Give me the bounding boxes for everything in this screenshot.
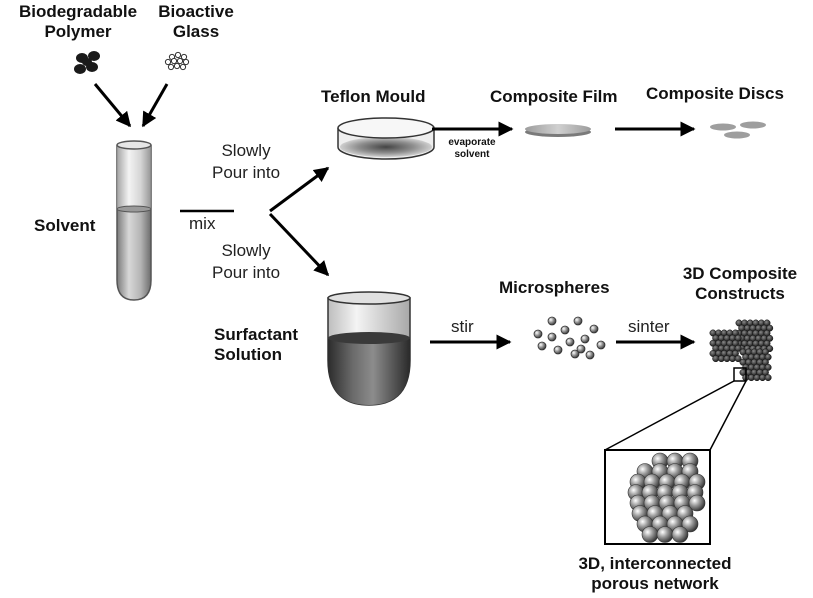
teflon-mould [337,117,435,160]
label-porous-network: 3D, interconnected porous network [560,554,750,594]
composite-discs [710,121,766,139]
sphere [734,355,742,363]
label-composite-film: Composite Film [490,87,618,106]
zoom-line-left [604,380,735,451]
label-solvent: Solvent [34,216,96,235]
test-tube [116,140,152,301]
label-bioactive-glass-line1: Bioactive [158,2,234,21]
label-3d-constructs: 3D Composite Constructs [670,264,810,304]
pour-top-arrow [269,166,330,213]
glass-to-tube-arrow [141,83,169,128]
surfactant-beaker [327,291,411,406]
inset-sphere [656,526,674,543]
constructs-clusters [709,319,774,382]
label-constructs-line1: 3D Composite [682,264,798,283]
label-constructs-line2: Constructs [695,284,785,303]
porous-network-spheres [627,452,706,543]
zoom-line-right [709,380,747,451]
sphere [764,374,772,382]
label-evaporate-line1: evaporate [448,137,496,148]
label-pour-bottom-line1: Slowly [221,241,271,260]
label-bioactive-glass-line2: Glass [172,22,220,41]
microspheres [533,316,606,360]
inset-sphere [641,526,659,543]
label-evaporate-solvent: evaporate solvent [434,137,510,161]
label-biodegradable-polymer-line2: Polymer [44,22,112,41]
label-pour-bottom: Slowly Pour into [212,240,280,284]
label-composite-discs: Composite Discs [646,84,784,103]
magnify-source-box [733,367,747,382]
bioactive-glass-particles [164,51,190,71]
label-porous-line2: porous network [591,574,719,593]
label-biodegradable-polymer-line1: Biodegradable [18,2,138,21]
label-pour-top-line1: Slowly [221,141,271,160]
label-microspheres: Microspheres [499,278,610,297]
label-biodegradable-polymer: Biodegradable Polymer [8,2,148,42]
inset-sphere [671,526,689,543]
inset-sphere [688,494,706,512]
label-pour-bottom-line2: Pour into [212,263,281,282]
polymer-to-tube-arrow [93,83,132,128]
inset-sphere [681,515,699,533]
label-stir: stir [451,317,474,336]
composite-film [525,124,591,137]
label-pour-top-line2: Pour into [212,163,281,182]
label-mix: mix [189,214,216,233]
label-surfactant-solution: Surfactant Solution [214,325,298,365]
label-surfactant-line1: Surfactant [214,325,299,344]
label-sinter: sinter [628,317,670,336]
label-bioactive-glass: Bioactive Glass [150,2,242,42]
label-teflon-mould: Teflon Mould [321,87,426,106]
label-porous-line1: 3D, interconnected [578,554,732,573]
pour-bottom-arrow [268,212,330,277]
label-surfactant-line2: Solution [214,345,282,364]
label-evaporate-line2: solvent [454,149,490,160]
label-pour-top: Slowly Pour into [212,140,280,184]
polymer-pellets [74,51,100,74]
